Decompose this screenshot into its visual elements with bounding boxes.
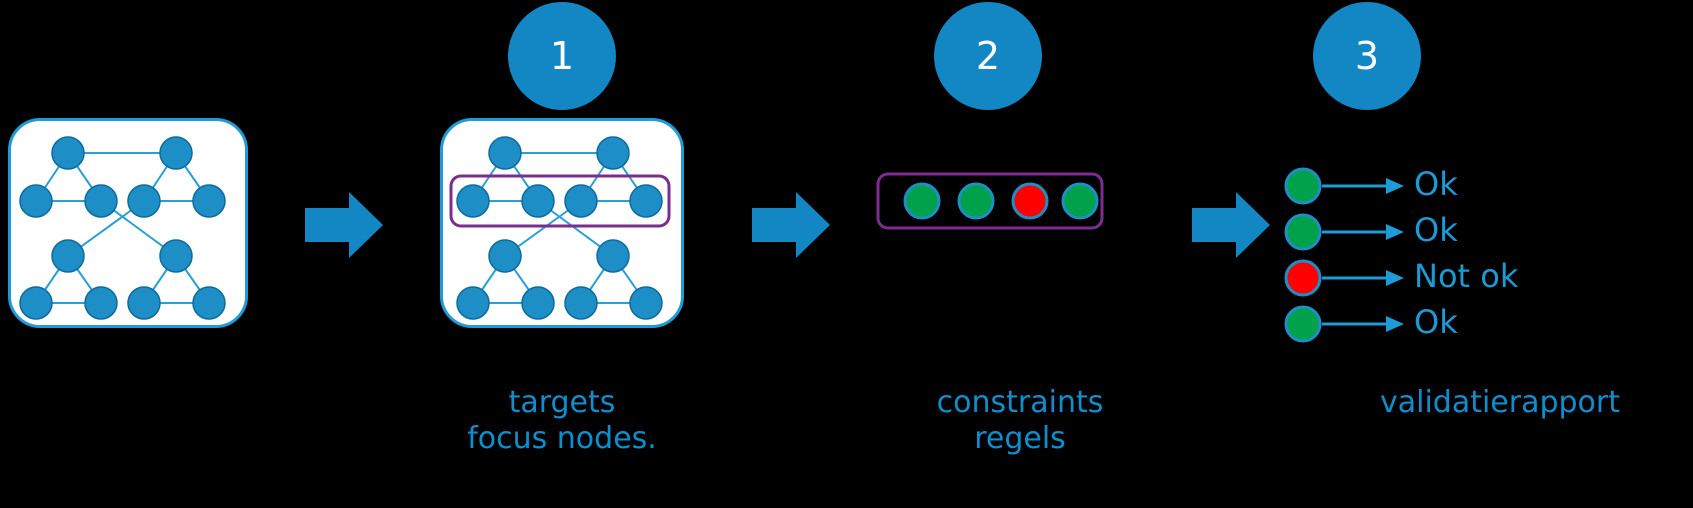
arrow-right-icon (305, 192, 383, 258)
report-label-2: Ok (1414, 211, 1458, 249)
target-highlight-box (449, 174, 671, 228)
step-number-1: 1 (549, 34, 575, 78)
panel-validation-report: Ok Ok Not ok (1282, 162, 1582, 348)
report-row-4-graphic (1284, 305, 1404, 343)
panel-targets-graph (440, 118, 684, 328)
report-arrow-head (1386, 178, 1404, 194)
status-dot-ok (1284, 167, 1322, 205)
report-arrow-head (1386, 224, 1404, 240)
caption-step-2-line-2: regels (974, 421, 1066, 456)
flow-arrow-3 (1192, 192, 1270, 258)
report-label-3: Not ok (1414, 257, 1519, 295)
report-row-ok-1: Ok (1282, 164, 1582, 208)
constraints-box (876, 172, 1104, 230)
status-dot-ok (1284, 213, 1322, 251)
arrow-right-icon (752, 192, 830, 258)
source-graph-nodes (19, 136, 226, 320)
report-row-not-ok: Not ok (1282, 256, 1582, 300)
panel-source-graph (8, 118, 248, 328)
caption-step-1-line-2: focus nodes. (467, 421, 657, 456)
caption-step-2-line-1: constraints (936, 385, 1104, 420)
constraint-item-1 (903, 182, 941, 220)
source-graph-svg (19, 136, 226, 320)
report-arrow-head (1386, 316, 1404, 332)
caption-step-2: constraints regels (890, 385, 1150, 457)
report-row-2-graphic (1284, 213, 1404, 251)
report-label-4: Ok (1414, 303, 1458, 341)
caption-step-3-line-1: validatierapport (1379, 385, 1621, 420)
step-circle-1: 1 (508, 2, 616, 110)
step-number-3: 3 (1354, 34, 1380, 78)
arrow-right-icon (1192, 192, 1270, 258)
constraint-item-2 (957, 182, 995, 220)
report-row-1-graphic (1284, 167, 1404, 205)
caption-step-1: targets focus nodes. (432, 385, 692, 457)
caption-step-3: validatierapport (1330, 385, 1670, 421)
targets-graph-nodes (456, 136, 663, 320)
constraint-items (903, 182, 1099, 220)
source-graph-edges (35, 152, 210, 304)
step-circle-2: 2 (934, 2, 1042, 110)
flow-arrow-1 (305, 192, 383, 258)
constraints-svg (876, 172, 1104, 230)
status-dot-ok (1284, 305, 1322, 343)
report-arrow-head (1386, 270, 1404, 286)
panel-constraints (876, 172, 1104, 230)
step-number-2: 2 (975, 34, 1001, 78)
step-circle-3: 3 (1313, 2, 1421, 110)
report-label-1: Ok (1414, 165, 1458, 203)
flow-arrow-2 (752, 192, 830, 258)
report-row-3-graphic (1284, 259, 1404, 297)
constraint-item-4 (1061, 182, 1099, 220)
report-row-ok-2: Ok (1282, 210, 1582, 254)
constraint-item-3 (1011, 182, 1049, 220)
caption-step-1-line-1: targets (508, 385, 616, 420)
status-dot-not-ok (1284, 259, 1322, 297)
report-row-ok-3: Ok (1282, 302, 1582, 346)
targets-graph-svg (449, 136, 671, 320)
